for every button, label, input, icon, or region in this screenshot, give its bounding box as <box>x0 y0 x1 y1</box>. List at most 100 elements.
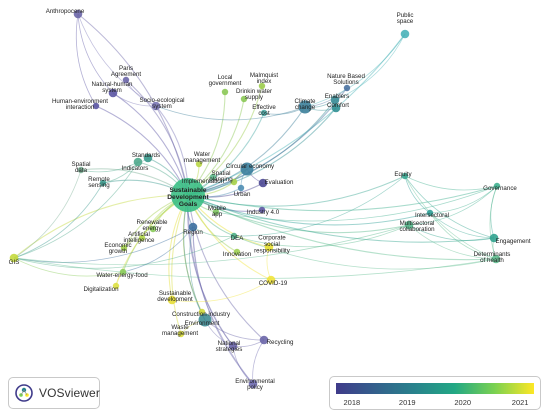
node-environment[interactable] <box>198 313 212 327</box>
node-enablers[interactable] <box>330 95 340 105</box>
node-national[interactable] <box>228 341 238 351</box>
node-csr[interactable] <box>264 242 274 252</box>
node-multisectoral[interactable] <box>404 220 414 230</box>
node-equity[interactable] <box>401 172 409 180</box>
node-gis[interactable] <box>9 253 19 263</box>
node-label-construction[interactable]: Construction industry <box>172 311 231 318</box>
node-sustdev[interactable] <box>167 295 177 305</box>
node-recycling[interactable] <box>259 335 269 345</box>
node-waste[interactable] <box>177 330 185 338</box>
node-label-industry[interactable]: Industry 4.0 <box>247 209 280 216</box>
node-label-digital[interactable]: Digitalization <box>83 286 119 293</box>
node-urban[interactable] <box>237 184 245 192</box>
node-label-equity[interactable]: Equity <box>394 171 412 178</box>
node-digital[interactable] <box>112 282 120 290</box>
node-label-covid[interactable]: COVID-19 <box>259 280 288 287</box>
node-implementation[interactable] <box>209 173 217 181</box>
node-wef[interactable] <box>119 268 127 276</box>
node-label-standards[interactable]: Standards <box>132 152 160 159</box>
node-ai[interactable] <box>138 234 146 242</box>
node-sdg[interactable] <box>171 178 205 212</box>
node-renewable[interactable] <box>149 225 157 233</box>
node-dea[interactable] <box>230 232 238 240</box>
node-standards[interactable] <box>143 153 153 163</box>
node-label-recycling[interactable]: Recycling <box>267 339 294 346</box>
node-governance[interactable] <box>493 182 501 190</box>
node-label-anthropocene[interactable]: Anthropocene <box>46 8 85 15</box>
node-intersectoral[interactable] <box>426 209 434 217</box>
node-comfort[interactable] <box>331 103 341 113</box>
node-label-enablers[interactable]: Enablers <box>325 93 349 100</box>
node-effcost[interactable] <box>260 109 268 117</box>
node-anthropocene[interactable] <box>73 9 83 19</box>
node-climate[interactable] <box>298 100 312 114</box>
node-paris[interactable] <box>122 76 130 84</box>
node-determinants[interactable] <box>491 254 501 264</box>
node-spatialplan[interactable] <box>230 178 238 186</box>
node-indicators[interactable] <box>133 157 143 167</box>
node-label-environment[interactable]: Environment <box>185 320 220 327</box>
node-label-circular[interactable]: Circular economy <box>226 163 275 170</box>
node-construction[interactable] <box>198 308 206 316</box>
node-public[interactable] <box>400 29 410 39</box>
node-socioeco[interactable] <box>151 101 161 111</box>
node-malmquist[interactable] <box>258 82 266 90</box>
node-remote[interactable] <box>99 179 107 187</box>
node-label-dea[interactable]: DEA <box>231 235 245 242</box>
node-envpolicy[interactable] <box>248 379 258 389</box>
node-label-wef[interactable]: Water-energy-food <box>96 272 148 279</box>
node-humanenv[interactable] <box>92 102 100 110</box>
node-label-implementation[interactable]: Implementation <box>182 178 225 185</box>
node-covid[interactable] <box>266 275 276 285</box>
node-mobile[interactable] <box>212 208 220 216</box>
node-label-urban[interactable]: Urban <box>234 191 251 198</box>
node-label-governance[interactable]: Governance <box>483 185 517 192</box>
node-innovation[interactable] <box>233 248 241 256</box>
node-label-comfort[interactable]: Comfort <box>327 102 349 109</box>
node-label-intersectoral[interactable]: Intersectoral <box>415 212 449 219</box>
node-label-evaluation[interactable]: Evaluation <box>265 179 294 186</box>
node-drinking[interactable] <box>240 95 248 103</box>
node-label-region[interactable]: Region <box>183 229 203 236</box>
node-label-gis[interactable]: GIS <box>9 259 20 266</box>
node-industry[interactable] <box>258 206 266 214</box>
node-naturehuman[interactable] <box>108 88 118 98</box>
node-label-indicators[interactable]: Indicators <box>122 165 149 172</box>
node-nbs[interactable] <box>343 84 351 92</box>
node-econ[interactable] <box>120 244 128 252</box>
node-label-engagement[interactable]: Engagement <box>495 238 530 245</box>
node-localgov[interactable] <box>221 88 229 96</box>
node-spatial[interactable] <box>77 166 85 174</box>
node-circular[interactable] <box>240 162 254 176</box>
node-engagement[interactable] <box>489 233 499 243</box>
node-water[interactable] <box>195 160 203 168</box>
node-label-innovation[interactable]: Innovation <box>223 251 252 258</box>
node-region[interactable] <box>188 222 198 232</box>
